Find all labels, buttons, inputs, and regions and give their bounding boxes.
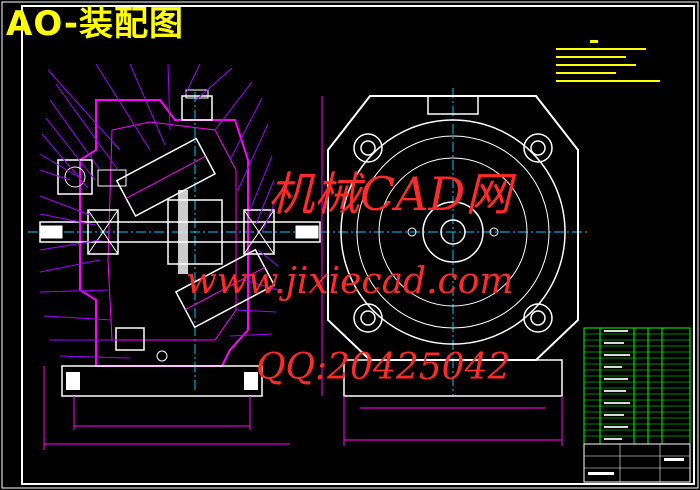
cap-screw-right (489, 227, 499, 237)
end-view-base (343, 359, 563, 397)
base (61, 365, 263, 397)
worm-wheel (115, 137, 276, 329)
cavity-outline (107, 121, 237, 341)
section-view (28, 63, 321, 450)
vent-plug (185, 89, 209, 99)
right-bearing (243, 209, 275, 255)
title-block (583, 443, 691, 483)
watermark-url: www.jixiecad.com (186, 261, 514, 302)
oil-gauge (115, 327, 145, 351)
flange-circle-mid (356, 135, 550, 329)
corner-bolt-holes (353, 133, 553, 333)
drain-plug (156, 350, 168, 362)
watermark-qq: QQ:20425042 (256, 347, 511, 388)
top-boss (427, 95, 479, 115)
housing-outline (79, 99, 249, 367)
shaft-end (440, 219, 466, 245)
flange-circle-outer (340, 119, 566, 345)
shaft-key-left (39, 225, 63, 239)
hub (167, 199, 223, 265)
bearing-cap (422, 201, 484, 263)
flange-circle-inner (378, 157, 528, 307)
cap-screw-left (407, 227, 417, 237)
drawing-title: AO-装配图 (6, 4, 184, 44)
foot-left (66, 372, 80, 390)
parts-list-table (583, 327, 691, 445)
foot-right (244, 372, 258, 390)
shaft-key-right (295, 225, 319, 239)
end-view (320, 88, 588, 446)
drawing-frame (21, 5, 695, 485)
leader-lines-left (39, 63, 166, 359)
technical-notes (556, 40, 660, 82)
watermark-site-name: 机械CAD网 (268, 167, 512, 221)
leader-lines-right (167, 63, 279, 337)
spacer-ring (178, 190, 188, 274)
left-bearing (87, 209, 119, 255)
top-cover (181, 95, 213, 121)
